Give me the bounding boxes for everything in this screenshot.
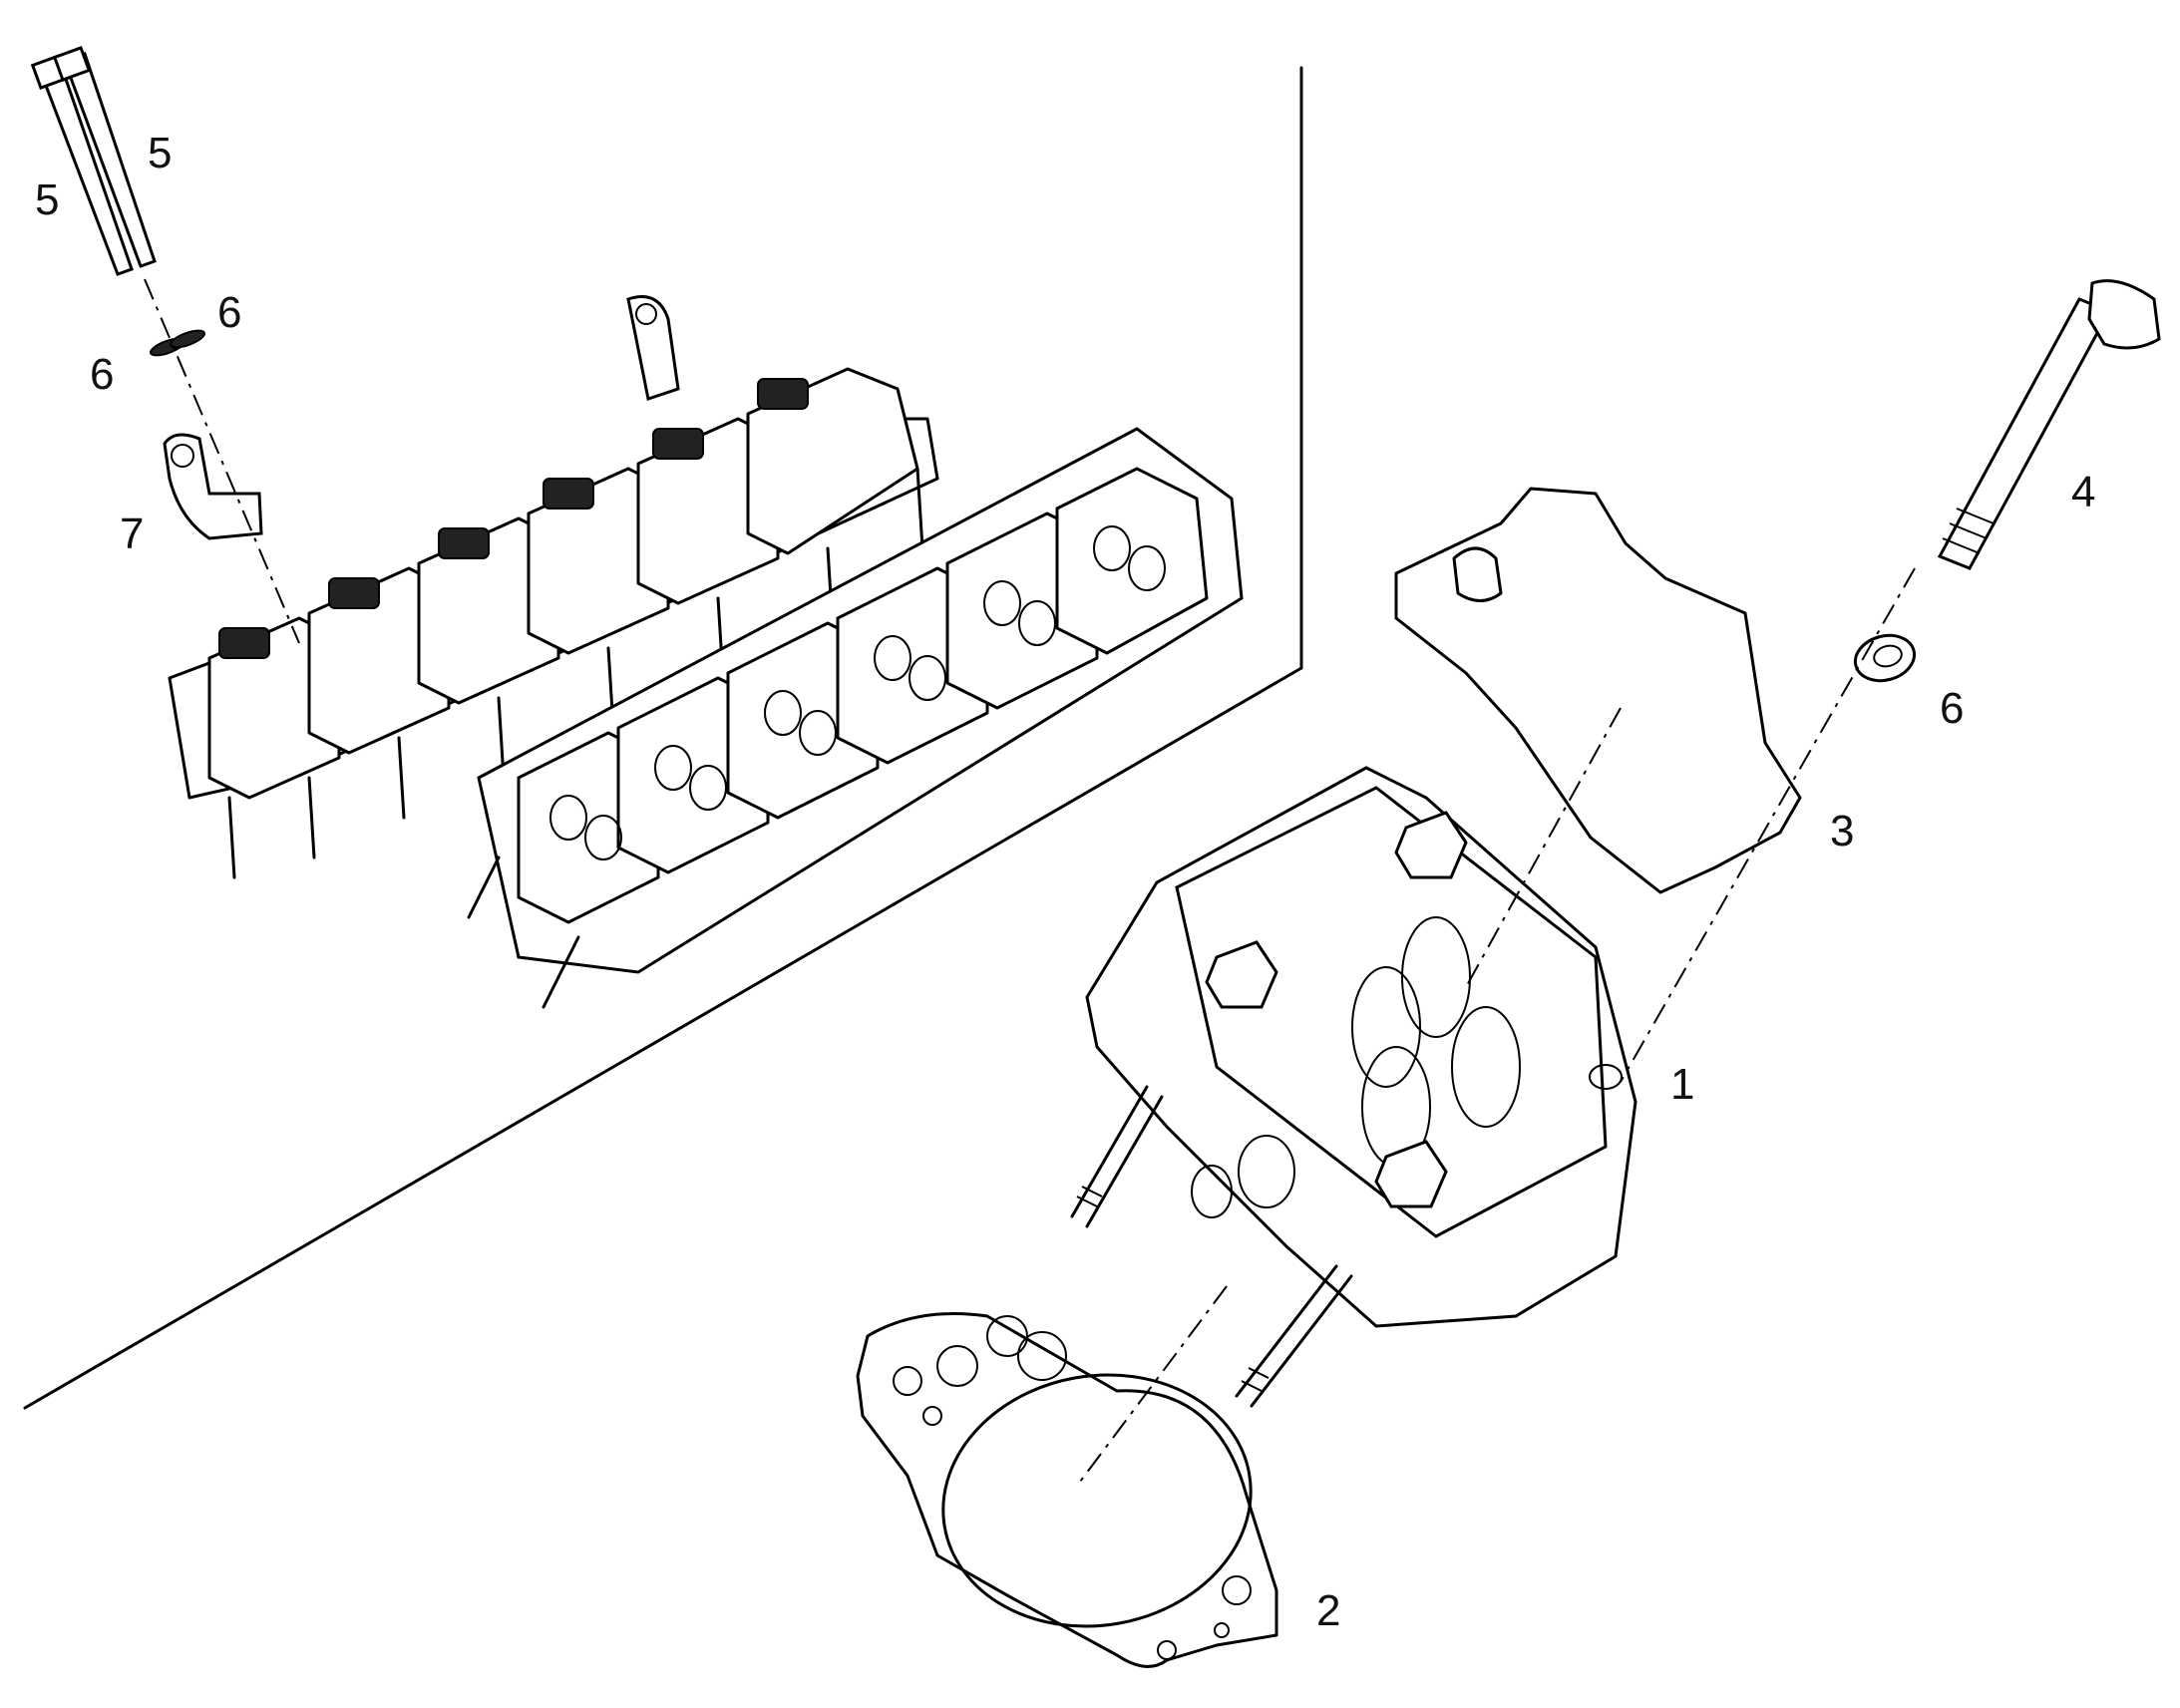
inset-frame xyxy=(23,66,1303,1410)
head-gasket xyxy=(856,1312,1278,1668)
callout-3: 3 xyxy=(1830,807,1854,855)
valve-cover-gasket xyxy=(1394,487,1802,894)
upper-cylinder-head-row xyxy=(168,295,939,879)
long-bolt xyxy=(1937,279,2161,570)
cylinder-head xyxy=(1070,766,1637,1408)
assembly-centerlines xyxy=(144,278,1916,1487)
callout-1: 1 xyxy=(1670,1060,1694,1109)
lower-cylinder-head-row xyxy=(467,427,1244,1009)
callout-6b: 6 xyxy=(217,288,241,337)
bracket xyxy=(163,433,263,540)
callout-6a: 6 xyxy=(90,350,114,399)
callout-5b: 5 xyxy=(148,129,172,177)
callout-2: 2 xyxy=(1316,1586,1340,1635)
cylinder-head-bolts xyxy=(30,46,157,276)
washer-right xyxy=(1853,633,1917,683)
callout-labels: 1 2 3 4 5 5 6 6 6 7 xyxy=(35,129,2095,1635)
callout-7: 7 xyxy=(120,510,144,558)
callout-5a: 5 xyxy=(35,175,59,224)
callout-4: 4 xyxy=(2071,468,2095,516)
washers-top xyxy=(149,329,206,357)
callout-6c: 6 xyxy=(1940,684,1964,733)
